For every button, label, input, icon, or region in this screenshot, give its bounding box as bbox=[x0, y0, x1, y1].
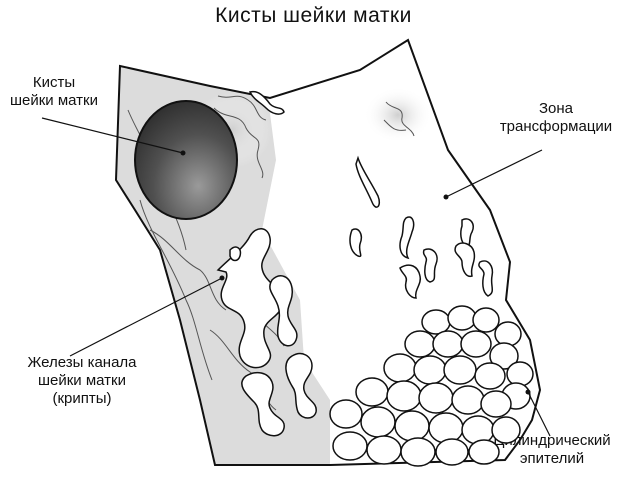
label-line: Кисты bbox=[32, 74, 76, 91]
epithelium-pointer-dot bbox=[525, 389, 531, 395]
zone-pointer-line bbox=[445, 149, 543, 198]
label-line: Зона bbox=[538, 100, 574, 117]
tissue-outline bbox=[114, 38, 542, 466]
diagram-title: Кисты шейки матки bbox=[215, 4, 412, 27]
label-line: (крипты) bbox=[52, 390, 112, 407]
label-line: шейки матки bbox=[9, 92, 98, 109]
cyst-pointer-line bbox=[41, 117, 184, 154]
zone-pointer-dot bbox=[443, 194, 449, 200]
glands-pointer-dot bbox=[219, 275, 225, 281]
cervical-cyst bbox=[134, 100, 238, 220]
crypt-glands bbox=[216, 228, 317, 437]
blotch bbox=[364, 87, 432, 143]
label-line: Железы канала bbox=[27, 354, 137, 371]
columnar-epithelium bbox=[329, 305, 534, 467]
transformation-crypts bbox=[248, 90, 494, 299]
label-line: трансформации bbox=[499, 118, 613, 135]
glands-pointer-line bbox=[69, 277, 223, 357]
epithelium-pointer-line bbox=[527, 391, 551, 437]
label-cervical-cysts: Кисты шейки матки bbox=[4, 74, 104, 110]
label-line: эпителий bbox=[519, 450, 585, 467]
label-transformation-zone: Зона трансформации bbox=[488, 100, 624, 136]
label-cervical-glands: Железы канала шейки матки (крипты) bbox=[2, 354, 162, 408]
label-line: шейки матки bbox=[37, 372, 126, 389]
